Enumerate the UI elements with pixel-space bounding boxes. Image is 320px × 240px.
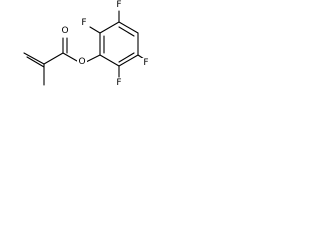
label-layer: F F F F O O	[60, 0, 150, 88]
bond-vinyl-double-outer	[23, 52, 45, 65]
bond-vinyl-double-inner	[26, 56, 45, 68]
bond-carbonyl-to-ester-oxygen	[62, 52, 78, 62]
bond-layer	[23, 10, 148, 86]
label-bg-ester-oxygen	[77, 57, 87, 67]
bond-c2-fluorine	[89, 26, 101, 34]
label-bg-fluorine-6	[114, 78, 123, 88]
label-bg-fluorine-5	[141, 58, 150, 68]
bond-ester-oxygen-to-ring	[85, 54, 101, 63]
fluorine-6-label: F	[116, 78, 121, 88]
fluorine-2-label: F	[81, 18, 86, 28]
label-bg-fluorine-3	[114, 0, 123, 10]
fluorine-5-label: F	[143, 58, 148, 68]
label-bg-fluorine-2	[79, 18, 88, 28]
label-bg-carbonyl-oxygen	[60, 26, 70, 36]
carbonyl-oxygen-label: O	[61, 26, 68, 36]
ester-oxygen-label: O	[78, 57, 85, 67]
bond-ring-inner-c3-c4	[118, 26, 135, 37]
chemical-structure: F F F F O O	[23, 0, 150, 88]
bond-ring-inner-c5-c6	[118, 52, 135, 63]
bond-ring-c6-c1	[99, 54, 120, 67]
bond-vinyl-to-carbonyl	[43, 52, 64, 65]
bond-ring-c3-c4	[118, 21, 139, 34]
bond-ring-c2-c3	[99, 21, 120, 34]
fluorine-3-label: F	[116, 0, 121, 10]
bond-ring-c5-c6	[118, 54, 139, 67]
